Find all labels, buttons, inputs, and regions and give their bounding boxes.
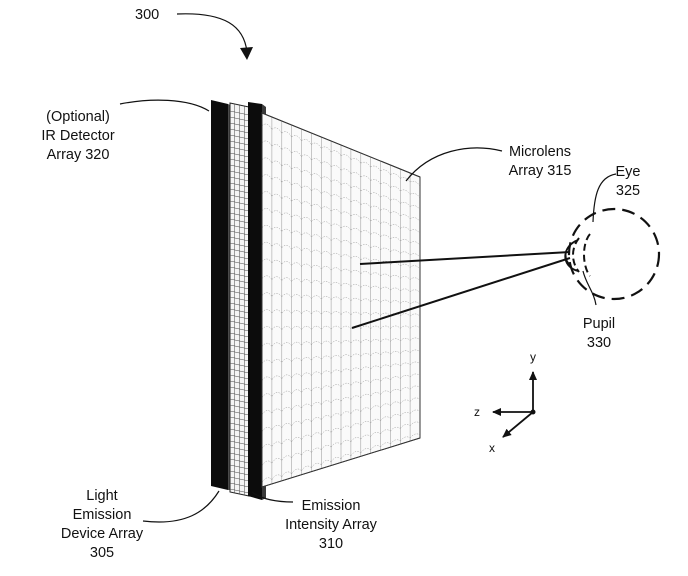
ir-detector-array (230, 103, 249, 496)
svg-text:Intensity Array: Intensity Array (285, 517, 378, 533)
svg-text:330: 330 (587, 335, 611, 351)
eye-label: Eye 325 (616, 164, 641, 199)
svg-text:305: 305 (90, 545, 114, 561)
x-axis-label: x (489, 441, 495, 455)
svg-text:Microlens: Microlens (509, 144, 571, 160)
eye-leader (593, 174, 616, 222)
light-emission-leader (143, 491, 219, 522)
z-axis-label: z (474, 405, 480, 419)
svg-text:(Optional): (Optional) (46, 109, 110, 125)
svg-text:IR Detector: IR Detector (41, 128, 114, 144)
svg-text:Emission: Emission (73, 507, 132, 523)
figure-number: 300 (135, 7, 159, 23)
svg-text:Array 320: Array 320 (47, 147, 110, 163)
axes-origin (531, 410, 536, 415)
svg-text:325: 325 (616, 183, 640, 199)
svg-text:Light: Light (86, 488, 117, 504)
svg-text:Pupil: Pupil (583, 316, 615, 332)
y-axis-label: y (530, 350, 536, 364)
microlens-label: Microlens Array 315 (509, 144, 572, 179)
light-emission-device-array (211, 100, 232, 490)
ir-detector-label: (Optional) IR Detector Array 320 (41, 109, 114, 163)
svg-text:Array 315: Array 315 (509, 163, 572, 179)
figure-number-arrowhead (240, 47, 253, 60)
svg-text:310: 310 (319, 536, 343, 552)
pupil-label: Pupil 330 (583, 316, 615, 351)
light-emission-label: Light Emission Device Array 305 (61, 488, 144, 561)
microlens-array (262, 113, 420, 487)
svg-text:Emission: Emission (302, 498, 361, 514)
ir-detector-leader (120, 100, 209, 111)
eye (569, 209, 659, 299)
x-axis-arrow (503, 412, 533, 437)
figure-number-arrow (177, 14, 247, 52)
svg-text:Device Array: Device Array (61, 526, 144, 542)
emission-intensity-label: Emission Intensity Array 310 (285, 498, 378, 552)
svg-text:Eye: Eye (616, 164, 641, 180)
coordinate-axes: y z x (474, 350, 536, 455)
microlens-leader (406, 148, 502, 181)
